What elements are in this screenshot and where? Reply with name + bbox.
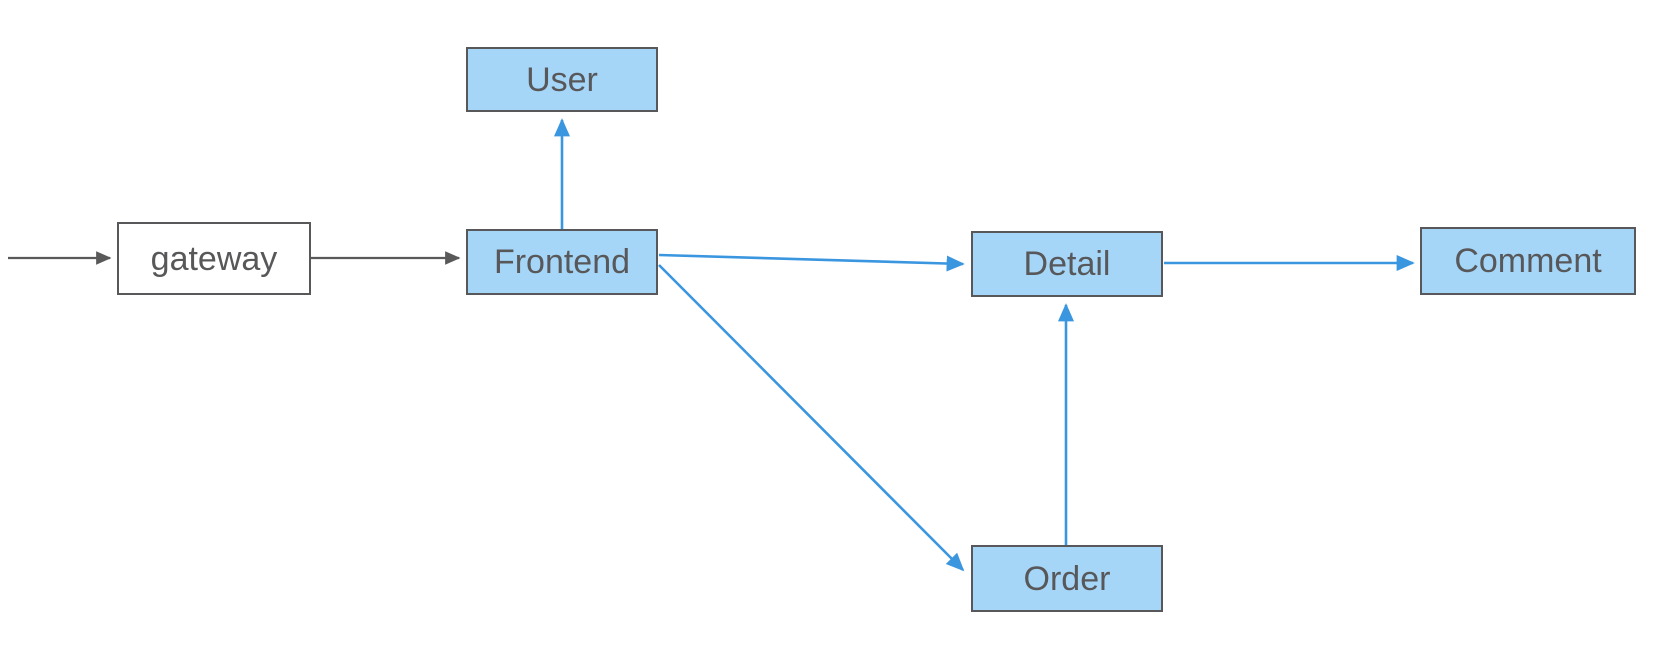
- node-user[interactable]: User: [466, 47, 658, 112]
- edge-frontend-to-detail: [658, 253, 965, 272]
- node-frontend-label: Frontend: [493, 243, 631, 281]
- node-comment[interactable]: Comment: [1420, 227, 1636, 295]
- node-gateway[interactable]: gateway: [117, 222, 311, 295]
- node-order-label: Order: [1023, 559, 1111, 598]
- node-gateway-label: gateway: [150, 239, 278, 278]
- node-frontend[interactable]: Frontend: [466, 229, 658, 295]
- node-detail[interactable]: Detail: [971, 231, 1163, 297]
- edge-frontend-to-order: [658, 264, 965, 572]
- node-comment-label: Comment: [1454, 242, 1602, 280]
- node-order[interactable]: Order: [971, 545, 1163, 612]
- node-detail-label: Detail: [1023, 245, 1111, 283]
- node-user-label: User: [526, 60, 598, 99]
